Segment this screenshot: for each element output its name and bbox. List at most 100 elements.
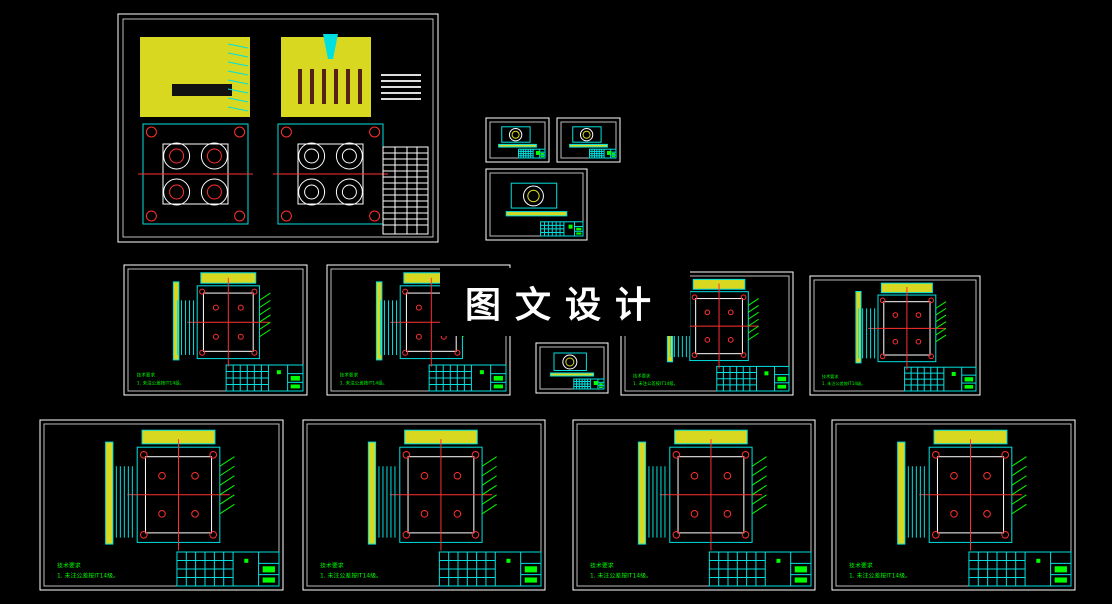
guide-hole	[280, 210, 292, 222]
hole-circle	[690, 510, 699, 518]
sheet-border	[485, 168, 588, 241]
note-line	[381, 86, 421, 88]
tech-requirements-title: 技术要求	[340, 372, 359, 379]
title-block-label	[794, 566, 807, 573]
sprue	[323, 34, 338, 59]
sheet-inner-frame	[122, 18, 434, 238]
ejector-pin	[334, 69, 338, 104]
sheet-border	[485, 117, 550, 163]
leader-line	[935, 301, 947, 309]
note-line	[381, 80, 421, 82]
title-block	[968, 551, 1072, 587]
hole-circle	[691, 294, 698, 301]
leader-line	[259, 329, 271, 338]
tech-requirements-title: 技术要求	[137, 372, 156, 379]
title-block-label	[524, 577, 537, 583]
cavity-circle	[169, 184, 185, 200]
part-circle	[582, 130, 591, 139]
side-section	[897, 441, 906, 545]
cavity-circle	[304, 148, 320, 164]
leader-line	[748, 305, 759, 313]
leader-line	[935, 334, 947, 343]
ejector-pin	[298, 69, 302, 104]
tech-requirements-title: 技术要求	[57, 561, 81, 569]
guide-hole	[145, 126, 157, 138]
title-block-label	[964, 385, 974, 389]
leader-line	[748, 325, 759, 334]
title-block-label	[777, 376, 787, 382]
hole-circle	[158, 510, 166, 518]
cavity-circle	[298, 142, 326, 170]
sheet-border	[302, 419, 546, 591]
title-block-label	[611, 152, 615, 155]
part-view	[367, 429, 497, 551]
sheet-border	[39, 419, 284, 591]
hole-circle	[690, 471, 699, 480]
title-block	[438, 551, 542, 587]
hole-circle	[723, 471, 732, 480]
tech-requirements-note: 1. 未注公差按IT14级。	[320, 572, 382, 580]
side-section	[105, 441, 114, 545]
sheet-inner-frame	[127, 268, 304, 392]
guide-hole	[369, 210, 381, 222]
hole-circle	[158, 471, 166, 480]
part-view	[105, 429, 235, 551]
leader-line	[748, 311, 759, 320]
front-section	[140, 37, 250, 117]
cavity-circle	[200, 142, 228, 170]
cavity-circle	[163, 178, 191, 206]
sheet-inner-frame	[560, 121, 617, 159]
hole-circle	[879, 353, 886, 360]
leader-line	[219, 494, 235, 505]
hole-circle	[892, 338, 899, 345]
hole-circle	[892, 312, 899, 318]
part-circle	[562, 354, 578, 370]
title-block-mark	[1036, 558, 1041, 563]
title-block	[589, 148, 617, 159]
title-block	[573, 378, 605, 390]
hole-circle	[932, 530, 940, 539]
guide-hole	[145, 210, 157, 222]
cavity-circle	[335, 142, 363, 170]
part-outline	[501, 126, 531, 143]
part-circle	[579, 128, 594, 142]
ejector-pin	[358, 69, 362, 104]
leader-line	[748, 332, 759, 341]
hole-circle	[471, 451, 480, 459]
drawing-sheet	[485, 168, 588, 241]
title-block	[716, 365, 790, 392]
tech-requirements-note: 1. 未注公差按IT14级。	[633, 380, 678, 387]
leader-line	[748, 298, 759, 306]
title-block-mark	[568, 224, 573, 229]
assembly-sheet	[117, 13, 439, 243]
hole-circle	[928, 353, 934, 360]
sheet-inner-frame	[813, 279, 977, 392]
hole-circle	[950, 471, 958, 480]
leader-line	[227, 52, 249, 58]
cavity-circle	[206, 184, 222, 200]
hole-circle	[983, 510, 991, 518]
leader-line	[259, 292, 271, 301]
leader-line	[227, 79, 249, 85]
title-block-label	[493, 384, 503, 389]
hole-circle	[1001, 451, 1010, 459]
hole-circle	[454, 349, 461, 356]
title-block-mark	[276, 370, 281, 375]
hole-circle	[212, 333, 219, 340]
cavity-circle	[169, 148, 185, 164]
hole-circle	[199, 349, 206, 356]
part-view	[505, 182, 568, 217]
hole-circle	[928, 297, 934, 304]
title-block-label	[540, 152, 544, 155]
hole-circle	[453, 471, 462, 480]
sheet-border	[556, 117, 621, 163]
hole-circle	[191, 510, 199, 518]
title-block-label	[576, 227, 582, 231]
title-block-label	[611, 155, 615, 158]
